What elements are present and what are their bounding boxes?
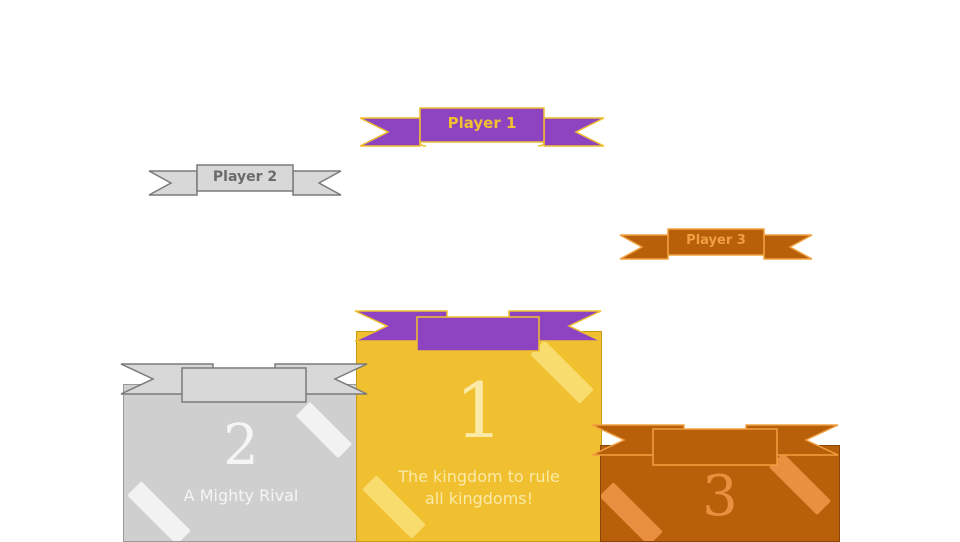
ribbon-shape <box>148 164 342 196</box>
podium-title-line-1: The kingdom to rule <box>398 467 560 486</box>
podium-first-ribbon <box>354 310 602 352</box>
podium-title: A Mighty Rival <box>183 486 299 505</box>
player-2-name: Player 2 <box>212 169 278 185</box>
player-1-name: Player 1 <box>447 114 517 132</box>
podium-first: 1 The kingdom to rule all kingdoms! <box>356 331 602 542</box>
podium-third-ribbon <box>591 424 839 466</box>
podium-second-ribbon <box>120 363 368 403</box>
rank-number: 2 <box>223 413 259 478</box>
podium-second: 2 A Mighty Rival <box>123 384 359 542</box>
rank-number: 3 <box>702 464 738 529</box>
ribbon-shape <box>359 107 605 147</box>
player-3-name: Player 3 <box>686 233 746 248</box>
ribbon-shape <box>619 228 813 260</box>
rank-number: 1 <box>454 366 504 455</box>
podium-title-line-2: all kingdoms! <box>424 489 534 508</box>
